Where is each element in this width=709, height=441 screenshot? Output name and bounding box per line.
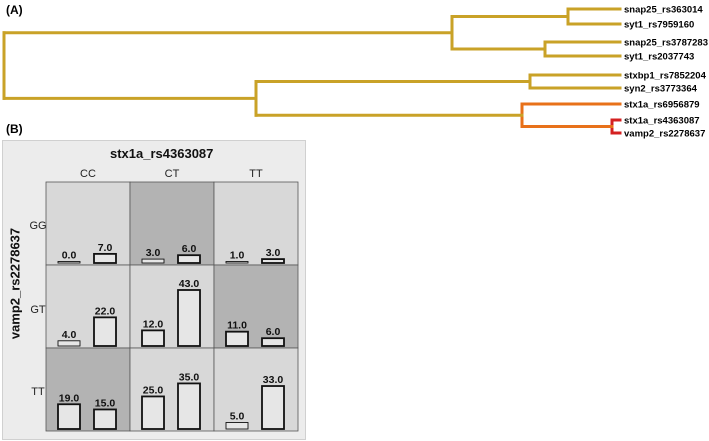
leaf-label: syt1_rs7959160	[624, 20, 694, 31]
count-label: 6.0	[182, 243, 197, 255]
mosaic-cell	[213, 347, 299, 432]
leaf-label: stxbp1_rs7852204	[624, 71, 707, 82]
count-bar	[225, 330, 249, 347]
count-label: 43.0	[179, 278, 200, 290]
mosaic-cell	[129, 181, 215, 266]
dendrogram: snap25_rs363014 syt1_rs7959160 snap25_rs37…	[2, 5, 708, 140]
count-bar	[177, 382, 201, 430]
count-bar	[57, 403, 81, 430]
count-bar	[93, 252, 117, 264]
count-bar	[177, 289, 201, 347]
count-label: 6.0	[266, 326, 281, 338]
count-label: 25.0	[143, 384, 164, 396]
count-bar	[141, 329, 165, 347]
count-label: 35.0	[179, 371, 200, 383]
count-label: 19.0	[59, 392, 80, 404]
count-label: 3.0	[266, 247, 281, 259]
count-label: 5.0	[230, 410, 245, 422]
column-label-tt: TT	[249, 168, 263, 180]
count-label: 33.0	[263, 374, 284, 386]
count-label: 4.0	[62, 329, 77, 341]
row-label-gg: GG	[29, 220, 47, 232]
mosaic-cell	[45, 181, 131, 266]
count-label: 0.0	[62, 250, 77, 262]
leaf-label: syt1_rs2037743	[624, 52, 694, 63]
column-variable-title: stx1a_rs4363087	[110, 146, 214, 161]
count-label: 7.0	[98, 242, 113, 254]
count-label: 15.0	[95, 397, 116, 409]
count-bar	[57, 261, 81, 264]
leaf-label: stx1a_rs4363087	[624, 116, 700, 127]
count-bar	[57, 340, 81, 347]
mosaic-cell	[213, 181, 299, 266]
row-label-tt: TT	[31, 386, 45, 398]
count-label: 12.0	[143, 318, 164, 330]
leaf-label: snap25_rs3787283	[624, 38, 708, 49]
leaf-label: syn2_rs3773364	[624, 84, 698, 95]
leaf-label: vamp2_rs2278637	[624, 129, 705, 140]
count-bar	[261, 258, 285, 264]
count-bar	[141, 395, 165, 430]
count-bar	[225, 422, 249, 430]
panel-a-label: (A)	[6, 3, 23, 17]
count-label: 1.0	[230, 250, 245, 262]
column-label-ct: CT	[164, 168, 180, 180]
count-bar	[177, 254, 201, 264]
panel-b-label: (B)	[6, 122, 23, 136]
count-bar	[93, 408, 117, 430]
count-bar	[93, 316, 117, 347]
count-label: 11.0	[227, 320, 247, 332]
column-label-cc: CC	[80, 168, 96, 180]
mosaic-cell	[45, 264, 131, 349]
leaf-label: stx1a_rs6956879	[624, 100, 700, 111]
count-bar	[225, 261, 249, 264]
count-bar	[141, 258, 165, 264]
count-label: 22.0	[95, 305, 116, 317]
count-bar	[261, 385, 285, 430]
count-bar	[261, 337, 285, 347]
row-label-gt: GT	[30, 304, 46, 316]
count-label: 3.0	[146, 247, 161, 259]
leaf-label: snap25_rs363014	[624, 5, 703, 16]
